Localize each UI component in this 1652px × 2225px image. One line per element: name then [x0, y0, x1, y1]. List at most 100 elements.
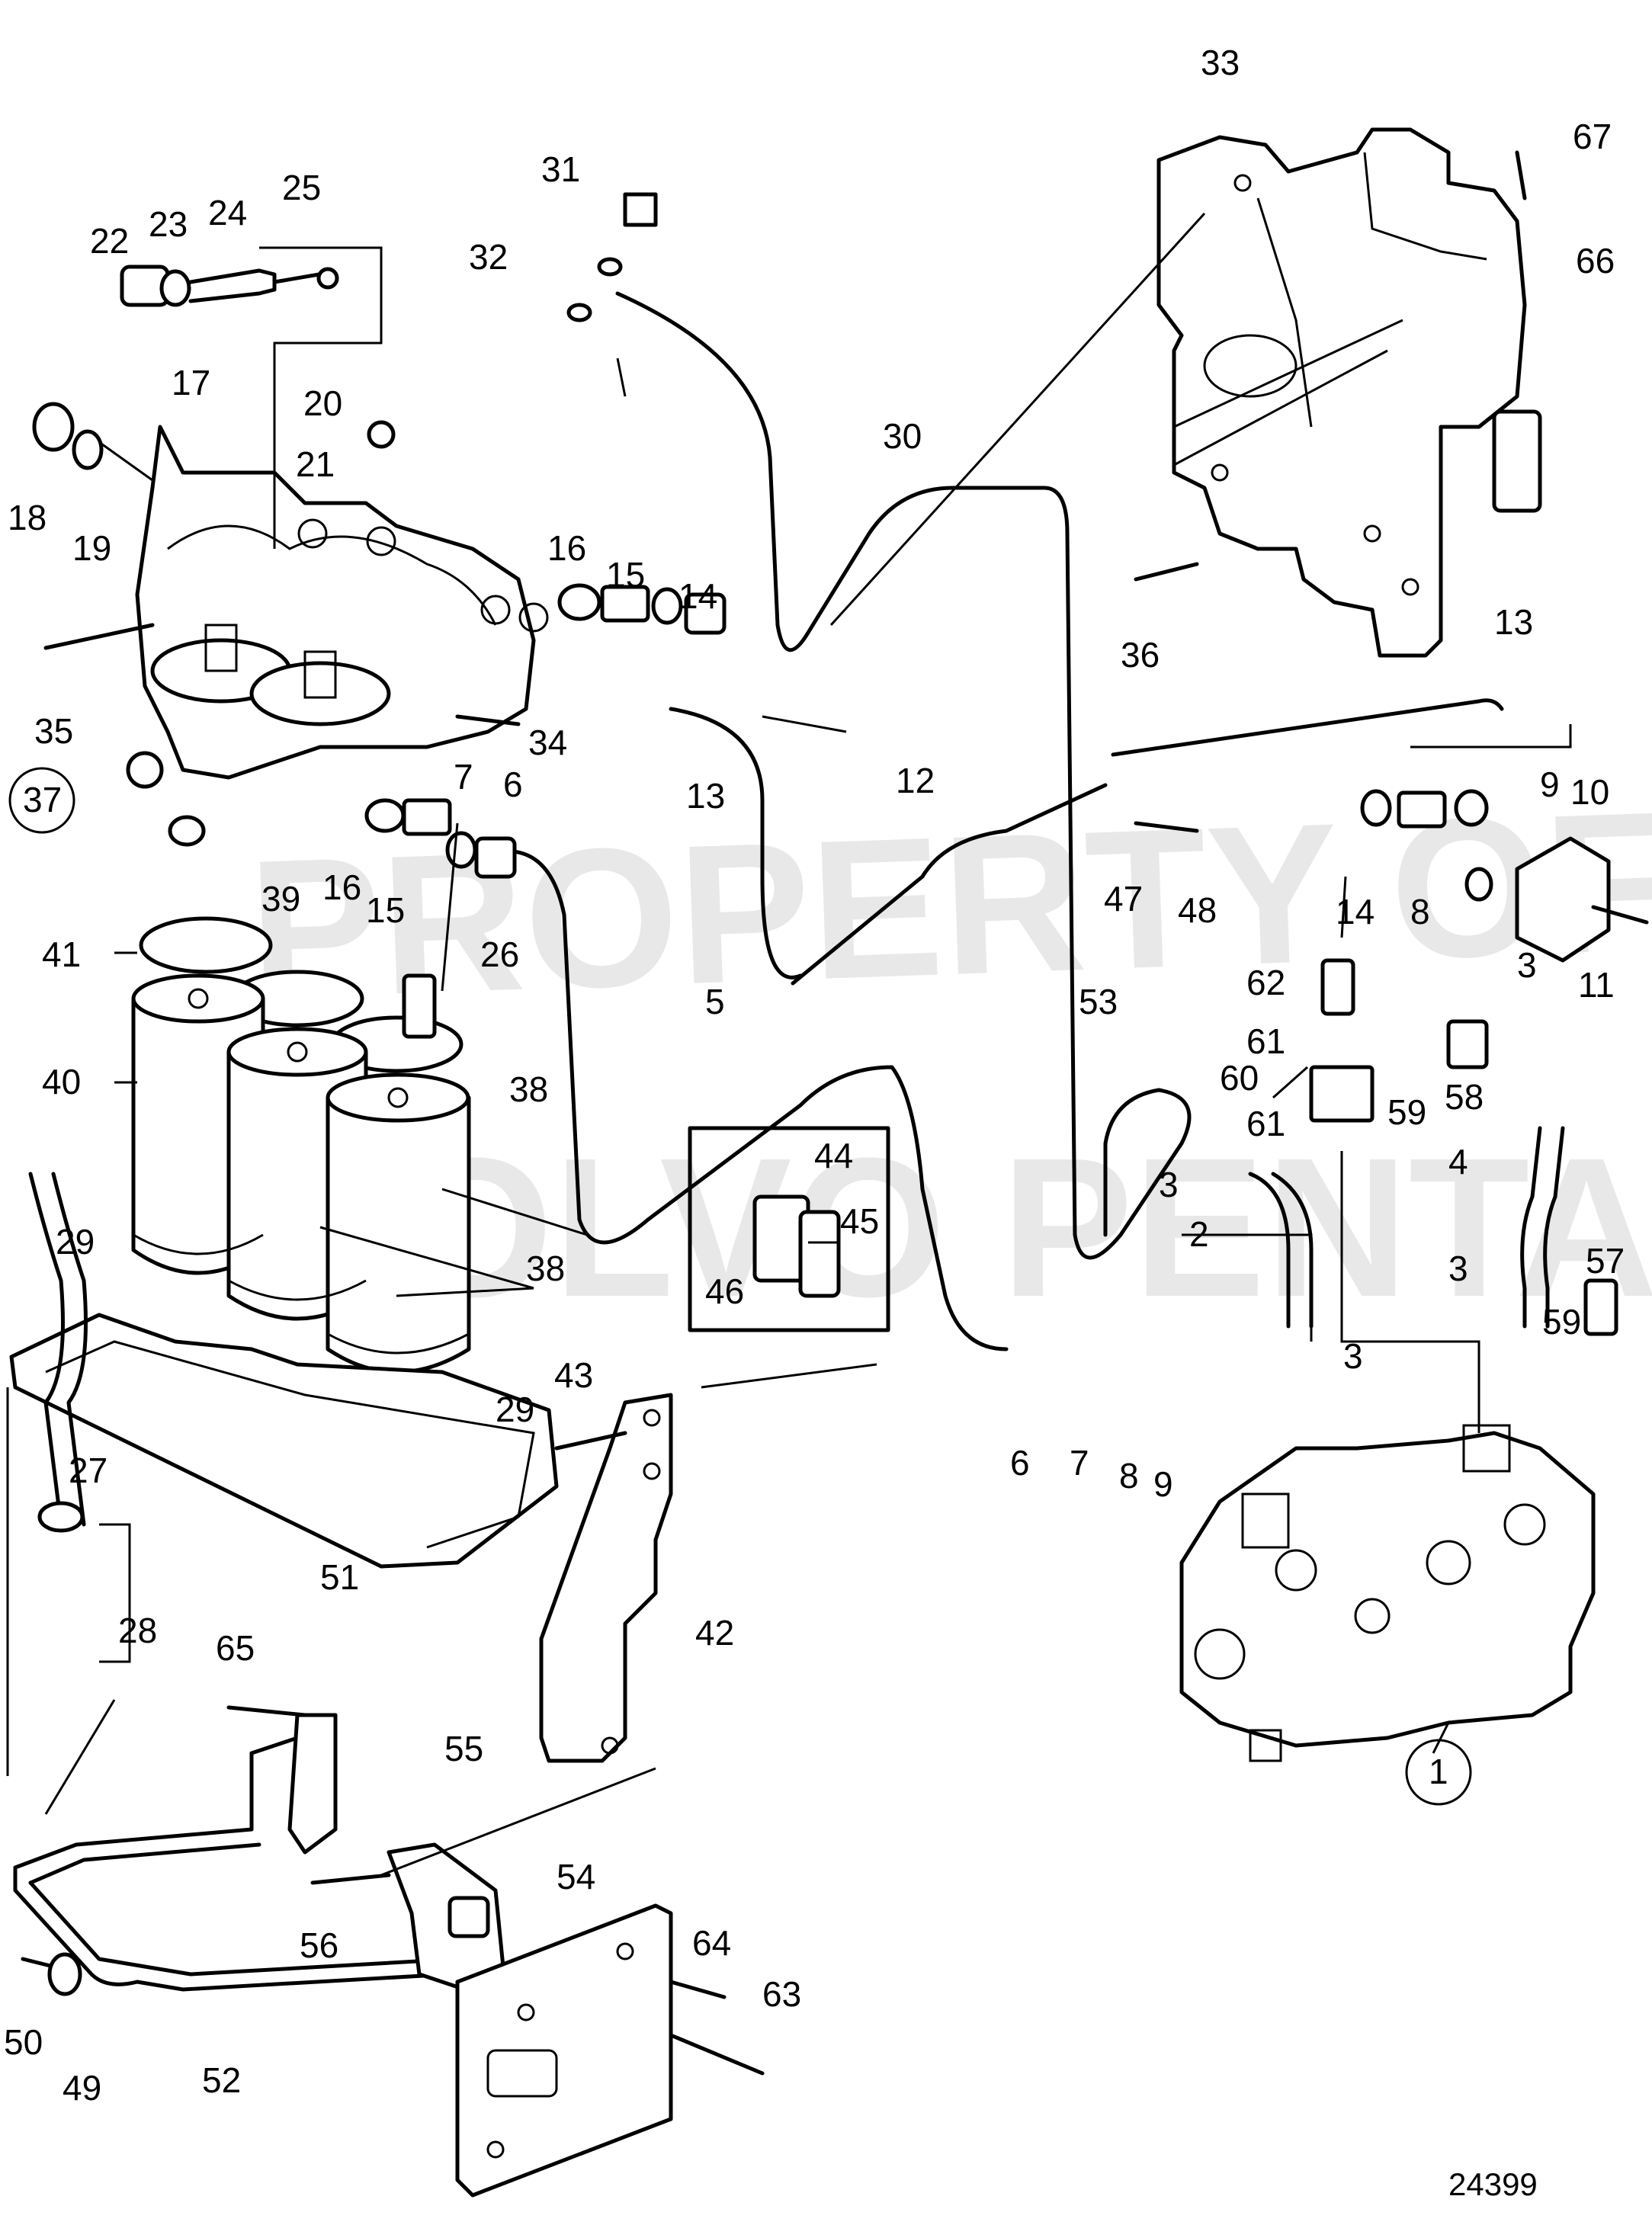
callout-51: 51: [320, 1557, 359, 1597]
callout-26: 26: [480, 935, 519, 974]
manifold-1: [1179, 1424, 1596, 1762]
callout-21: 21: [296, 444, 335, 484]
callout-16-b: 16: [322, 867, 361, 907]
callout-46: 46: [705, 1271, 744, 1311]
callout-32: 32: [469, 237, 508, 277]
callout-61-a: 61: [1246, 1021, 1285, 1061]
callout-22: 22: [90, 221, 129, 261]
callout-5: 5: [705, 982, 725, 1021]
callout-35: 35: [34, 711, 73, 751]
callout-3-c: 3: [1448, 1249, 1468, 1288]
callout-36: 36: [1121, 635, 1160, 675]
callout-62: 62: [1246, 963, 1285, 1002]
callout-30: 30: [883, 416, 922, 456]
callout-59-a: 59: [1387, 1092, 1426, 1132]
callout-9-b: 9: [1153, 1464, 1173, 1504]
hoses: [28, 1126, 1565, 1527]
callout-42: 42: [695, 1613, 734, 1653]
callout-67: 67: [1573, 117, 1612, 156]
callout-23: 23: [149, 204, 188, 244]
hardware: [21, 150, 1649, 2076]
callout-58: 58: [1445, 1077, 1484, 1117]
callout-13-a: 13: [1494, 602, 1533, 642]
reference-number: 24399: [1448, 2166, 1538, 2202]
callout-3-d: 3: [1517, 945, 1537, 985]
callout-53: 53: [1079, 982, 1118, 1021]
callout-20: 20: [303, 383, 342, 423]
callout-57: 57: [1586, 1241, 1625, 1281]
callout-64: 64: [692, 1923, 731, 1963]
callout-37: 37: [23, 780, 62, 819]
filter-cartridges: [131, 916, 471, 1374]
callout-8-b: 8: [1119, 1456, 1139, 1496]
callout-34: 34: [528, 723, 567, 762]
callout-29-b: 29: [496, 1390, 534, 1429]
filter-head-17: [126, 425, 549, 847]
callout-14-a: 14: [678, 576, 717, 616]
callout-54: 54: [557, 1857, 595, 1896]
drip-tray-51: [9, 1313, 559, 1569]
callout-13-b: 13: [686, 776, 725, 816]
callout-47: 47: [1104, 879, 1143, 919]
callout-37-ring: [8, 767, 75, 834]
callout-52: 52: [202, 2060, 241, 2100]
callout-24: 24: [208, 193, 247, 232]
callout-3-a: 3: [1159, 1165, 1179, 1204]
callout-25: 25: [282, 168, 321, 207]
callout-17: 17: [172, 363, 210, 402]
callout-31: 31: [541, 149, 580, 189]
callout-9-a: 9: [1540, 765, 1560, 804]
callout-11: 11: [1578, 965, 1615, 1005]
leader-lines: [6, 212, 1572, 1877]
callout-63: 63: [762, 1974, 801, 2014]
callout-56: 56: [300, 1925, 338, 1965]
callout-15-a: 15: [606, 555, 645, 595]
callout-48: 48: [1178, 890, 1217, 930]
callout-7-a: 7: [454, 757, 473, 797]
callout-14-b: 14: [1336, 892, 1375, 931]
callout-18: 18: [8, 498, 47, 537]
callout-45: 45: [840, 1201, 879, 1241]
callout-44: 44: [814, 1136, 853, 1175]
callout-43: 43: [554, 1355, 593, 1395]
callout-65: 65: [216, 1628, 255, 1668]
watermark-line-2: VOLVO PENTA: [267, 1117, 1652, 1339]
callout-38-b: 38: [526, 1249, 565, 1288]
callout-2: 2: [1189, 1214, 1209, 1254]
callout-6-a: 6: [503, 765, 523, 804]
callout-39: 39: [261, 879, 300, 919]
callout-7-b: 7: [1070, 1443, 1089, 1483]
callout-4: 4: [1448, 1142, 1468, 1181]
callout-66: 66: [1576, 241, 1615, 281]
callout-8-a: 8: [1410, 892, 1430, 931]
callout-10: 10: [1570, 772, 1609, 812]
callout-16-a: 16: [547, 528, 586, 568]
callout-33: 33: [1201, 43, 1240, 82]
callout-12: 12: [896, 761, 935, 800]
callout-55: 55: [444, 1729, 483, 1768]
callout-61-b: 61: [1246, 1104, 1285, 1143]
callout-1-ring: [1405, 1739, 1472, 1806]
callout-60: 60: [1220, 1058, 1259, 1098]
callout-38-a: 38: [509, 1069, 548, 1109]
callout-28: 28: [118, 1611, 157, 1650]
inset-box: [688, 1126, 890, 1332]
fuel-pipes: [486, 291, 1504, 1351]
mounting-bracket-33: [1156, 127, 1542, 658]
support-frame-52: [13, 1713, 673, 2198]
callout-labels: 1 2 3 3 3 3 4 5 6 6 7 7 8 8 9 9 10 11 12…: [4, 43, 1625, 2108]
callout-29-a: 29: [56, 1222, 95, 1262]
callout-41: 41: [42, 935, 81, 974]
callout-49: 49: [63, 2068, 101, 2108]
bracket-42: [539, 1393, 673, 1763]
callout-40: 40: [42, 1062, 81, 1101]
callout-59-b: 59: [1542, 1302, 1581, 1342]
callout-6-b: 6: [1010, 1443, 1030, 1483]
callout-3-b: 3: [1343, 1336, 1363, 1376]
callout-50: 50: [4, 2022, 43, 2062]
callout-15-b: 15: [366, 890, 405, 930]
callout-1: 1: [1429, 1752, 1448, 1791]
callout-27: 27: [69, 1451, 107, 1490]
callout-19: 19: [72, 528, 111, 568]
